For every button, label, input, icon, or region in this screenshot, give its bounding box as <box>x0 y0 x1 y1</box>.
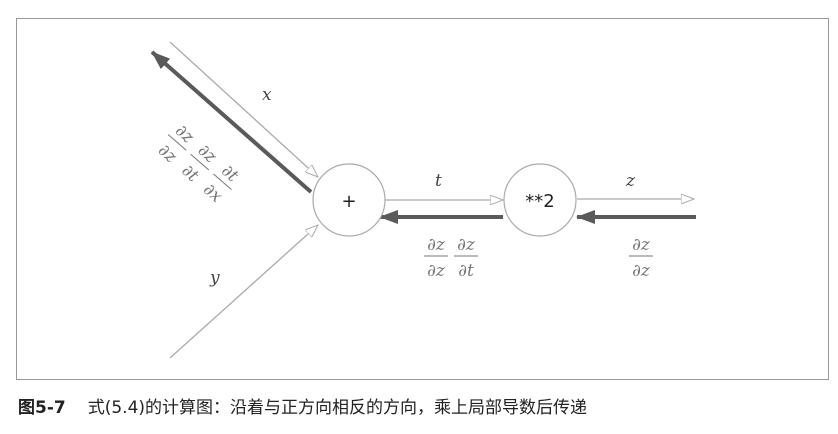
svg-text:∂z: ∂z <box>457 235 476 255</box>
svg-text:∂z: ∂z <box>171 121 198 148</box>
svg-text:∂t: ∂t <box>217 161 242 186</box>
figure-number: 图5-7 <box>18 398 66 418</box>
svg-text:∂z: ∂z <box>194 140 221 167</box>
svg-text:∂z: ∂z <box>427 261 446 281</box>
svg-text:∂t: ∂t <box>458 261 474 281</box>
label-z: z <box>625 171 636 191</box>
svg-text:∂z: ∂z <box>427 235 446 255</box>
label-x: x <box>262 85 272 105</box>
caption-text: 式(5.4)的计算图：沿着与正方向相反的方向，乘上局部导数后传递 <box>87 398 588 418</box>
svg-text:∂z: ∂z <box>632 261 651 281</box>
edge-x-forward <box>169 41 318 177</box>
gradient-to-t: ∂z ∂z ∂z ∂t <box>424 235 478 281</box>
gradient-to-x: ∂z ∂z ∂z ∂t ∂t ∂x <box>154 121 242 207</box>
label-y: y <box>209 268 220 288</box>
edge-y-forward <box>169 225 318 359</box>
svg-text:∂x: ∂x <box>199 180 226 207</box>
figure-caption: 图5-7 式(5.4)的计算图：沿着与正方向相反的方向，乘上局部导数后传递 <box>18 393 587 418</box>
gradient-to-z: ∂z ∂z <box>629 235 653 281</box>
add-node-label: + <box>341 191 356 212</box>
svg-text:∂z: ∂z <box>632 235 651 255</box>
label-t: t <box>435 171 442 191</box>
figure-frame <box>16 18 829 380</box>
square-node <box>503 163 577 237</box>
add-node <box>312 163 386 237</box>
svg-text:∂t: ∂t <box>177 161 202 186</box>
edge-x-backward <box>150 50 313 194</box>
svg-text:∂z: ∂z <box>154 140 181 167</box>
square-node-label: **2 <box>525 191 554 212</box>
